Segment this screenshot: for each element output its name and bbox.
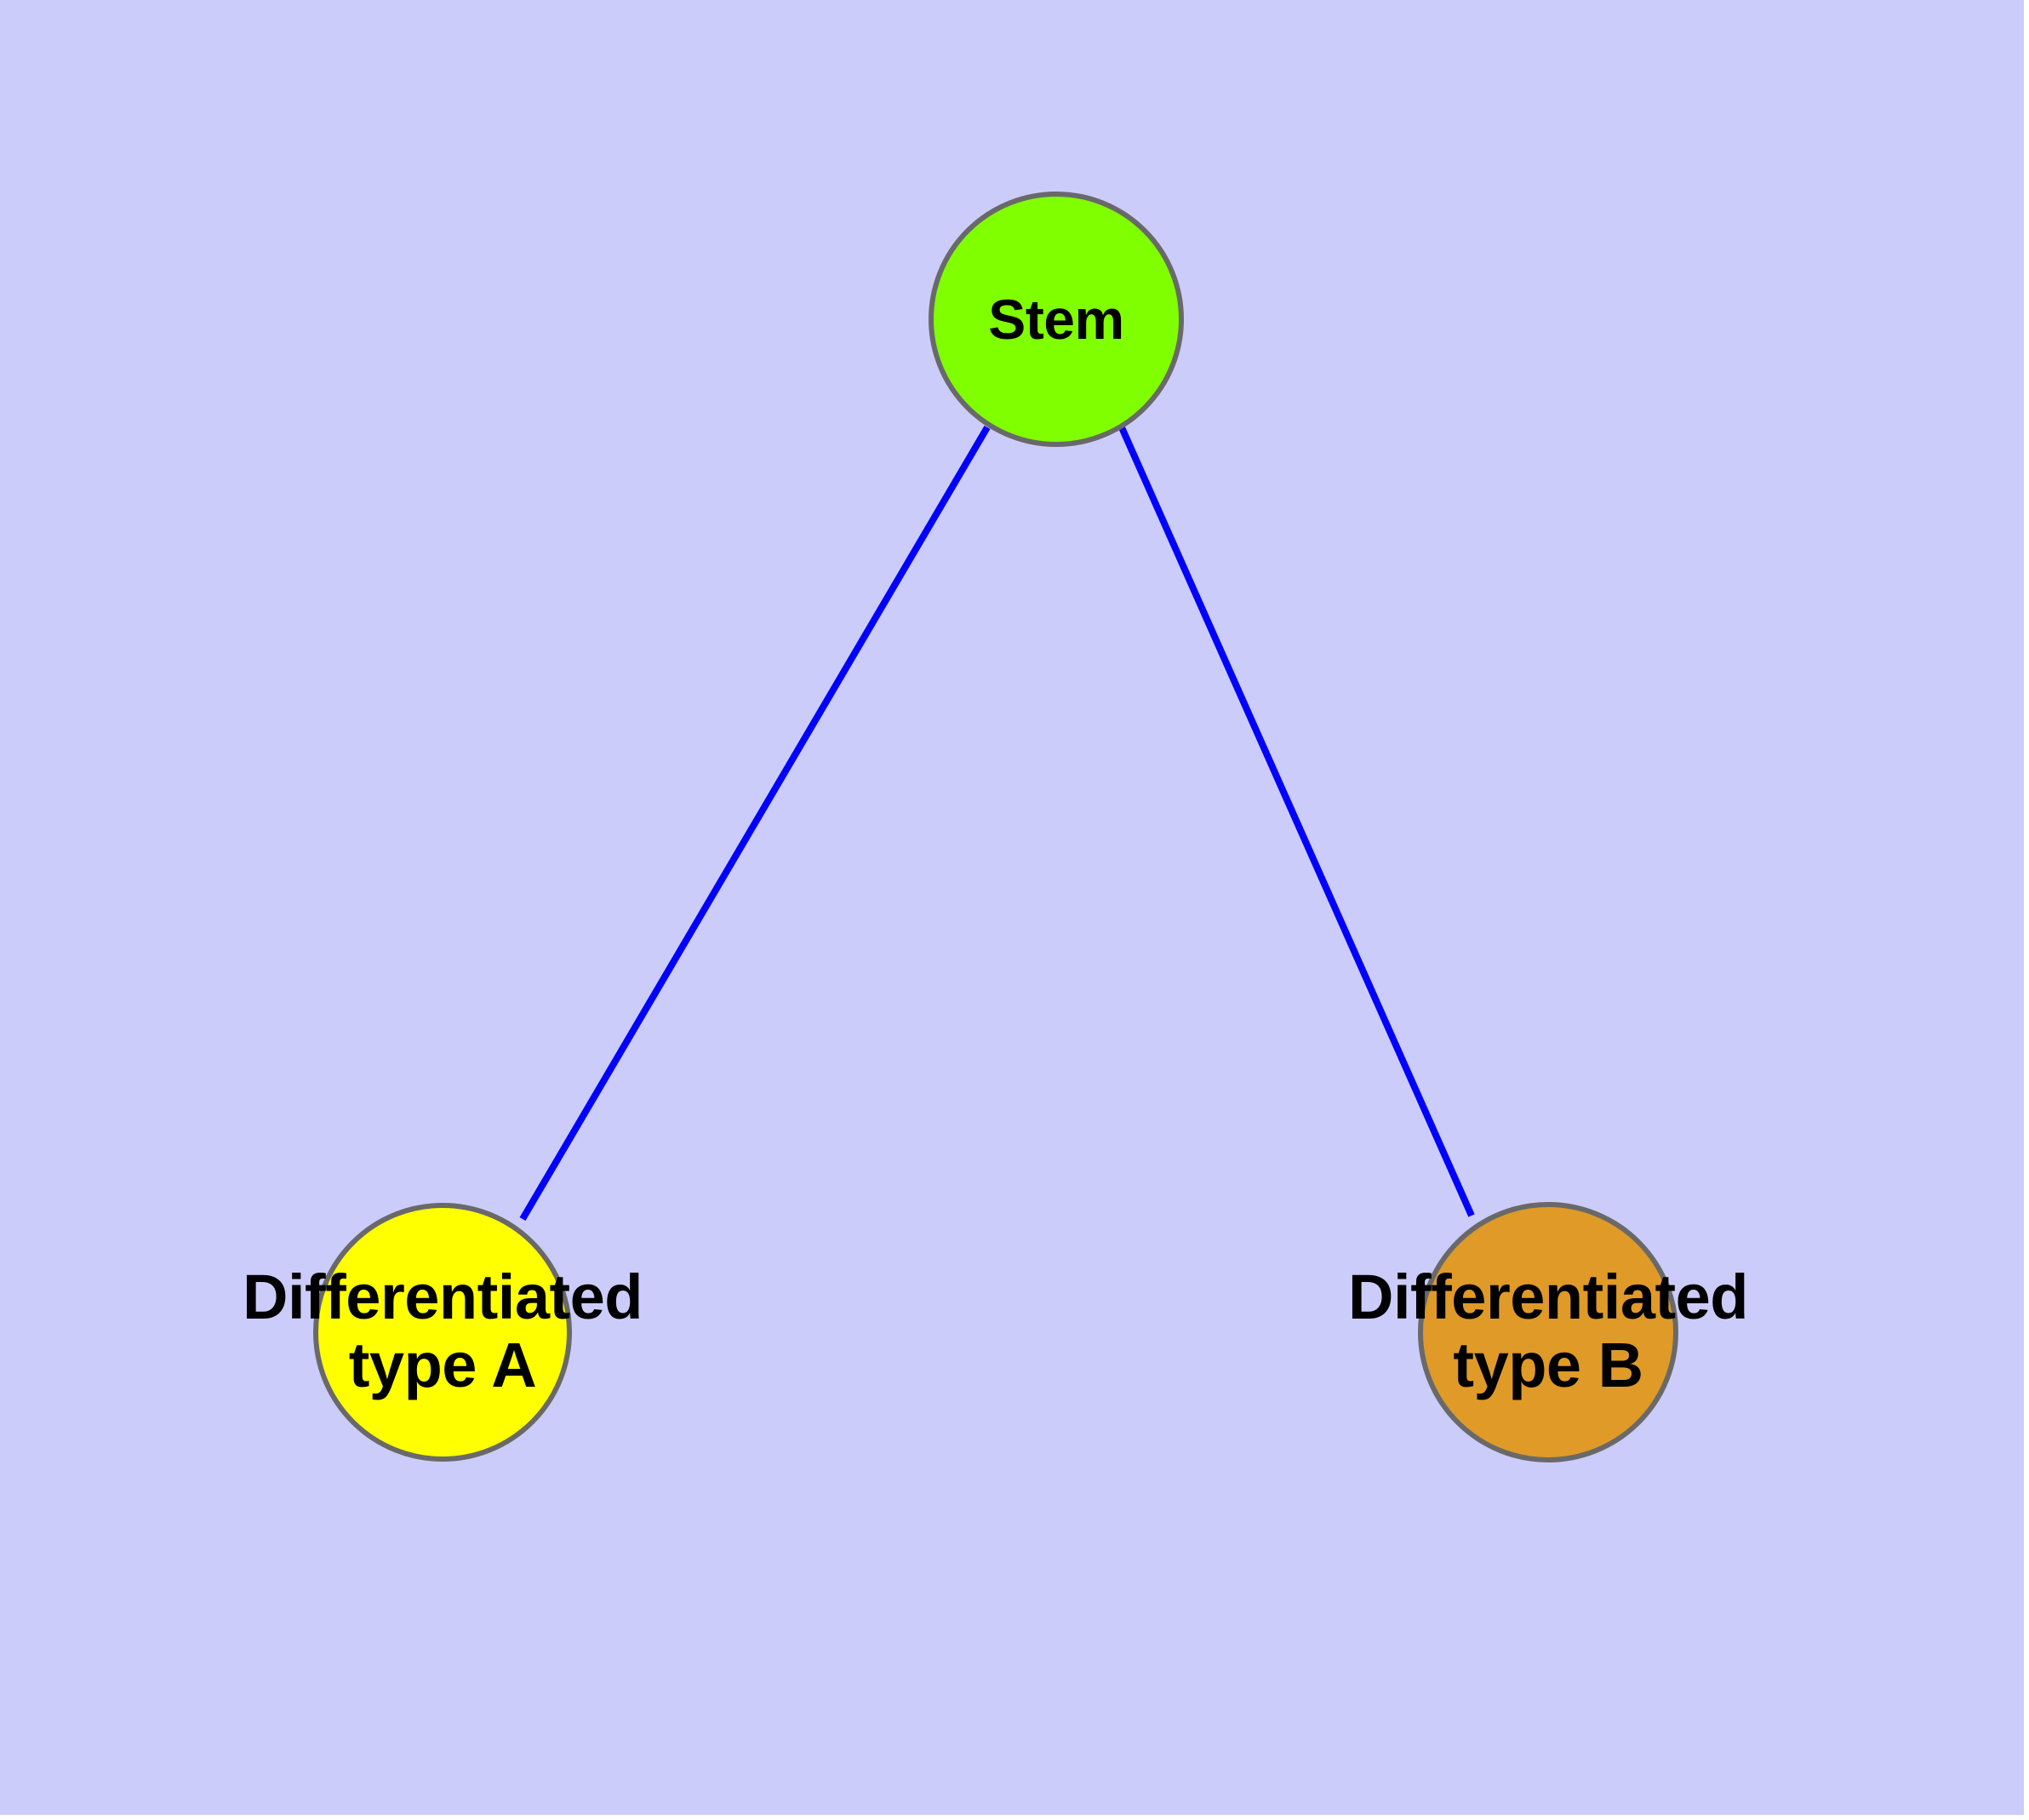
node-layer: [313, 192, 1678, 1462]
edge-layer: [519, 424, 1475, 1222]
node-differentiated-type-b-circle[interactable]: [1418, 1202, 1678, 1462]
edge-stem-to-differentiated-type-b[interactable]: [1117, 424, 1475, 1217]
node-stem-circle[interactable]: [929, 192, 1184, 447]
edge-stem-to-differentiated-type-a[interactable]: [519, 425, 991, 1222]
node-differentiated-type-a-circle[interactable]: [313, 1203, 572, 1462]
